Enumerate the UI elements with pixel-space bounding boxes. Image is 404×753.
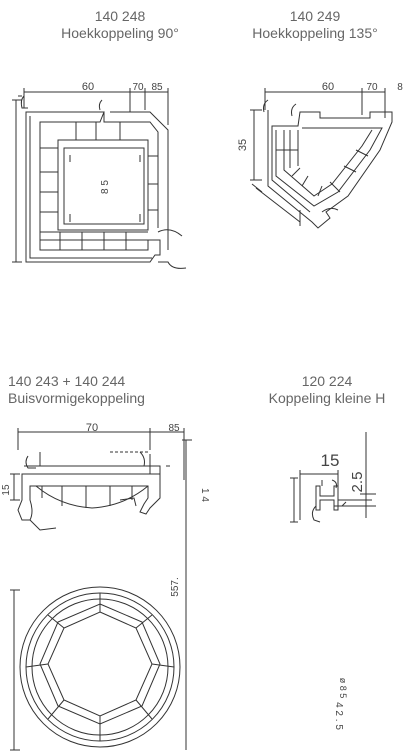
dim-1-4: 1 4 bbox=[199, 488, 210, 502]
part-code: 140 243 + 140 244 bbox=[8, 373, 126, 389]
profile-140248: 60 70 85 8 5 bbox=[12, 81, 187, 269]
dim-diameter-85: ø 8 5 bbox=[338, 678, 348, 699]
dim-70: 70 bbox=[366, 82, 378, 93]
dim-diameter-425: 4 2 . 5 bbox=[333, 702, 344, 730]
dim-2-5: 2.5 bbox=[349, 472, 366, 493]
profile-140249: 60 70 8 35 bbox=[237, 81, 403, 229]
dim-70: 70 bbox=[132, 82, 144, 93]
part-name: Hoekkoppeling 135° bbox=[252, 25, 378, 41]
dim-557: 557. bbox=[170, 577, 181, 596]
part-code: 140 249 bbox=[289, 8, 341, 24]
dim-15: 15 bbox=[321, 451, 340, 470]
dim-85-vertical: 8 5 bbox=[100, 180, 111, 194]
profile-120224: 15 2.5 ø 8 5 4 2 . 5 bbox=[290, 432, 376, 730]
part-name: Buisvormigekoppeling bbox=[8, 390, 145, 406]
part-label-140248: 140 248 Hoekkoppeling 90° bbox=[60, 8, 180, 42]
part-code: 120 224 bbox=[301, 373, 353, 389]
part-label-140243: 140 243 + 140 244 Buisvormigekoppeling bbox=[8, 373, 168, 407]
dim-60: 60 bbox=[322, 81, 334, 93]
dim-60: 60 bbox=[82, 81, 94, 93]
dim-35: 35 bbox=[237, 139, 249, 151]
part-name: Koppeling kleine H bbox=[268, 390, 386, 406]
dim-70: 70 bbox=[86, 422, 98, 434]
part-code: 140 248 bbox=[94, 8, 146, 24]
part-name: Hoekkoppeling 90° bbox=[61, 25, 179, 41]
dim-85: 85 bbox=[168, 423, 180, 434]
dim-15: 15 bbox=[1, 484, 12, 496]
part-label-140249: 140 249 Hoekkoppeling 135° bbox=[240, 8, 390, 42]
dim-8: 8 bbox=[397, 82, 403, 93]
part-label-120224: 120 224 Koppeling kleine H bbox=[252, 373, 402, 407]
profile-140243: 70 85 15 1 4 557. bbox=[1, 422, 210, 751]
dim-85: 85 bbox=[151, 82, 163, 93]
